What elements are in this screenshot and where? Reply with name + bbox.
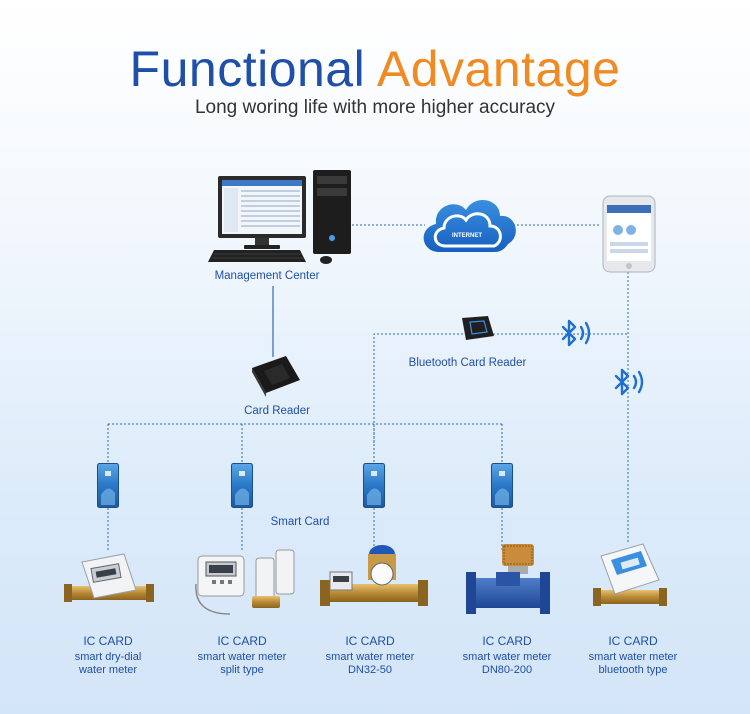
bluetooth-icon [561, 319, 591, 347]
meter-label: IC CARD smart water meter DN32-50 [318, 635, 422, 677]
title-part1: Functional [129, 41, 366, 97]
water-meter-icon [593, 540, 669, 625]
meter-line2: water meter [78, 664, 138, 676]
smart-card-icon [231, 463, 253, 513]
smart-card-icon [97, 463, 119, 513]
phone-icon [602, 195, 656, 273]
meter-card-text: IC CARD [83, 634, 133, 648]
bluetooth-icon [614, 368, 644, 396]
smart-card-icon [491, 463, 513, 513]
smart-card-label: Smart Card [270, 516, 330, 528]
meter-line1: smart water meter [588, 651, 678, 663]
connector-lines [107, 224, 629, 552]
meter-line2: DN32-50 [347, 664, 393, 676]
page-subtitle: Long woring life with more higher accura… [194, 97, 556, 118]
meter-card-text: IC CARD [345, 634, 395, 648]
management-center-label: Management Center [214, 270, 320, 282]
meter-line1: smart water meter [462, 651, 552, 663]
water-meter-icon [64, 552, 154, 623]
card-reader-icon [252, 356, 300, 397]
bluetooth-card-reader-label: Bluetooth Card Reader [408, 357, 527, 369]
computer-icon [208, 170, 351, 264]
page-title: Functional Advantage [0, 34, 750, 104]
smart-card-icon [363, 463, 385, 513]
meter-label: IC CARD smart water meter DN80-200 [455, 635, 559, 677]
card-reader-icon [462, 316, 494, 340]
meter-line1: smart water meter [197, 651, 287, 663]
meter-line1: smart dry-dial [74, 651, 142, 663]
title-part2: Advantage [376, 41, 621, 97]
meter-line2: split type [220, 664, 264, 676]
cloud-icon [423, 199, 516, 252]
meter-card-text: IC CARD [608, 634, 658, 648]
meter-line2: DN80-200 [481, 664, 533, 676]
meter-card-text: IC CARD [217, 634, 267, 648]
meter-label: IC CARD smart water meter bluetooth type [580, 635, 686, 677]
water-meter-icon [466, 542, 550, 625]
internet-label: INTERNET [452, 233, 482, 239]
water-meter-icon [320, 544, 430, 621]
meter-line2: bluetooth type [598, 664, 668, 676]
card-reader-label: Card Reader [244, 405, 310, 417]
meter-line1: smart water meter [325, 651, 415, 663]
meter-label: IC CARD smart dry-dial water meter [58, 635, 158, 677]
meter-card-text: IC CARD [482, 634, 532, 648]
water-meter-icon [190, 548, 300, 625]
meter-label: IC CARD smart water meter split type [192, 635, 292, 677]
